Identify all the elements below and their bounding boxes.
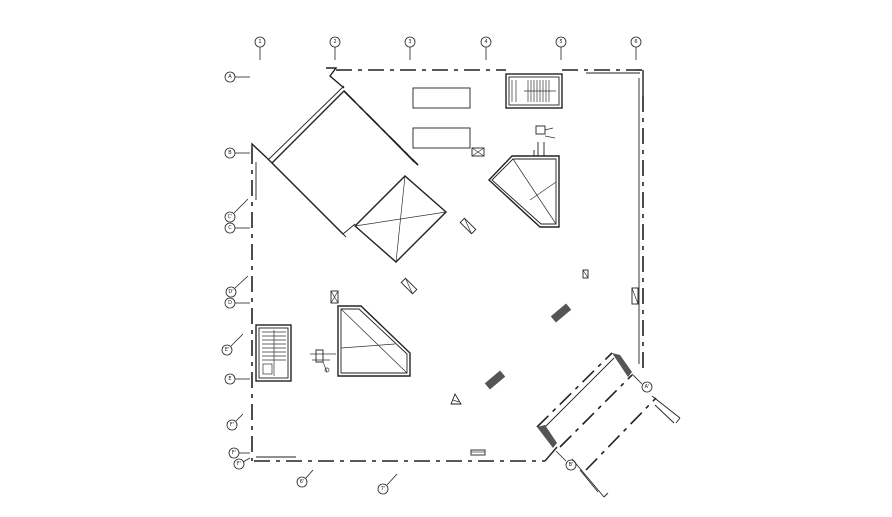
grid-bubble-4: 4 bbox=[480, 36, 492, 60]
top-room-rect-1 bbox=[412, 87, 471, 109]
stair-core-left bbox=[255, 324, 292, 382]
grid-bubble-6-prime: 6' bbox=[296, 469, 314, 488]
grid-bubble-label: F' bbox=[230, 422, 234, 428]
grid-bubble-label: E bbox=[228, 376, 231, 382]
grid-bubble-C: C bbox=[224, 222, 250, 234]
grid-bubble-E: E bbox=[224, 373, 250, 385]
grid-bubble-D-prime: D' bbox=[225, 275, 249, 298]
grid-bubble-B: B bbox=[224, 147, 250, 159]
grid-bubble-F-prime-2: F' bbox=[228, 447, 250, 459]
grid-bubble-label: D' bbox=[228, 289, 233, 295]
grid-bubble-6: 6 bbox=[630, 36, 642, 60]
stair-core-top bbox=[505, 73, 563, 109]
grid-bubble-2: 2 bbox=[329, 36, 341, 60]
grid-bubble-label: F' bbox=[232, 450, 236, 456]
room-left-lower bbox=[337, 305, 411, 377]
grid-bubble-label: F' bbox=[237, 461, 241, 467]
grid-bubble-label: B bbox=[228, 150, 232, 156]
rotated-wing-upper bbox=[266, 85, 448, 263]
room-right-upper bbox=[488, 125, 560, 228]
grid-bubble-1: 1 bbox=[254, 36, 266, 60]
grid-bubble-label: 5 bbox=[559, 39, 562, 45]
grid-bubble-7-prime: 7' bbox=[377, 473, 398, 495]
top-room-rect-2 bbox=[412, 127, 471, 149]
grid-bubble-label: 7' bbox=[381, 486, 386, 492]
grid-bubble-A-prime: A' bbox=[631, 373, 653, 393]
wing-lower-right bbox=[536, 352, 681, 498]
grid-bubble-label: B' bbox=[569, 462, 574, 468]
grid-bubble-F-prime-3: F' bbox=[233, 457, 251, 470]
grid-bubble-D: D bbox=[224, 297, 250, 309]
grid-bubbles-bottom: 6' 7' bbox=[296, 469, 398, 495]
grid-bubble-A: A bbox=[224, 71, 250, 83]
grid-bubble-label: A' bbox=[645, 384, 650, 390]
grid-bubble-B-prime: B' bbox=[555, 450, 577, 471]
grid-bubble-label: 1 bbox=[258, 39, 261, 45]
grid-bubbles-wing: A' B' bbox=[555, 373, 653, 471]
grid-bubble-F-prime-1: F' bbox=[226, 413, 244, 431]
fixture-near-left-room bbox=[310, 349, 336, 373]
grid-bubble-label: 2 bbox=[333, 39, 336, 45]
grid-bubble-label: C' bbox=[228, 214, 233, 220]
grid-bubbles-top: 1 2 3 4 5 6 bbox=[254, 36, 642, 60]
grid-bubble-label: 3 bbox=[408, 39, 411, 45]
grid-bubble-C-prime: C' bbox=[224, 198, 249, 223]
grid-bubble-label: C bbox=[228, 225, 232, 231]
grid-bubble-label: A bbox=[228, 74, 232, 80]
grid-bubble-label: 6' bbox=[300, 479, 305, 485]
grid-bubble-5: 5 bbox=[555, 36, 567, 60]
grid-bubble-label: D bbox=[228, 300, 232, 306]
grid-bubbles-left: A B C' C D' D E' bbox=[221, 71, 251, 470]
grid-bubble-label: 6 bbox=[634, 39, 637, 45]
grid-bubble-label: E' bbox=[225, 347, 230, 353]
grid-bubble-E-prime: E' bbox=[221, 333, 244, 356]
exterior-walls bbox=[251, 67, 644, 462]
structural-columns bbox=[330, 147, 639, 456]
grid-bubble-label: 4 bbox=[484, 39, 487, 45]
grid-bubble-3: 3 bbox=[404, 36, 416, 60]
